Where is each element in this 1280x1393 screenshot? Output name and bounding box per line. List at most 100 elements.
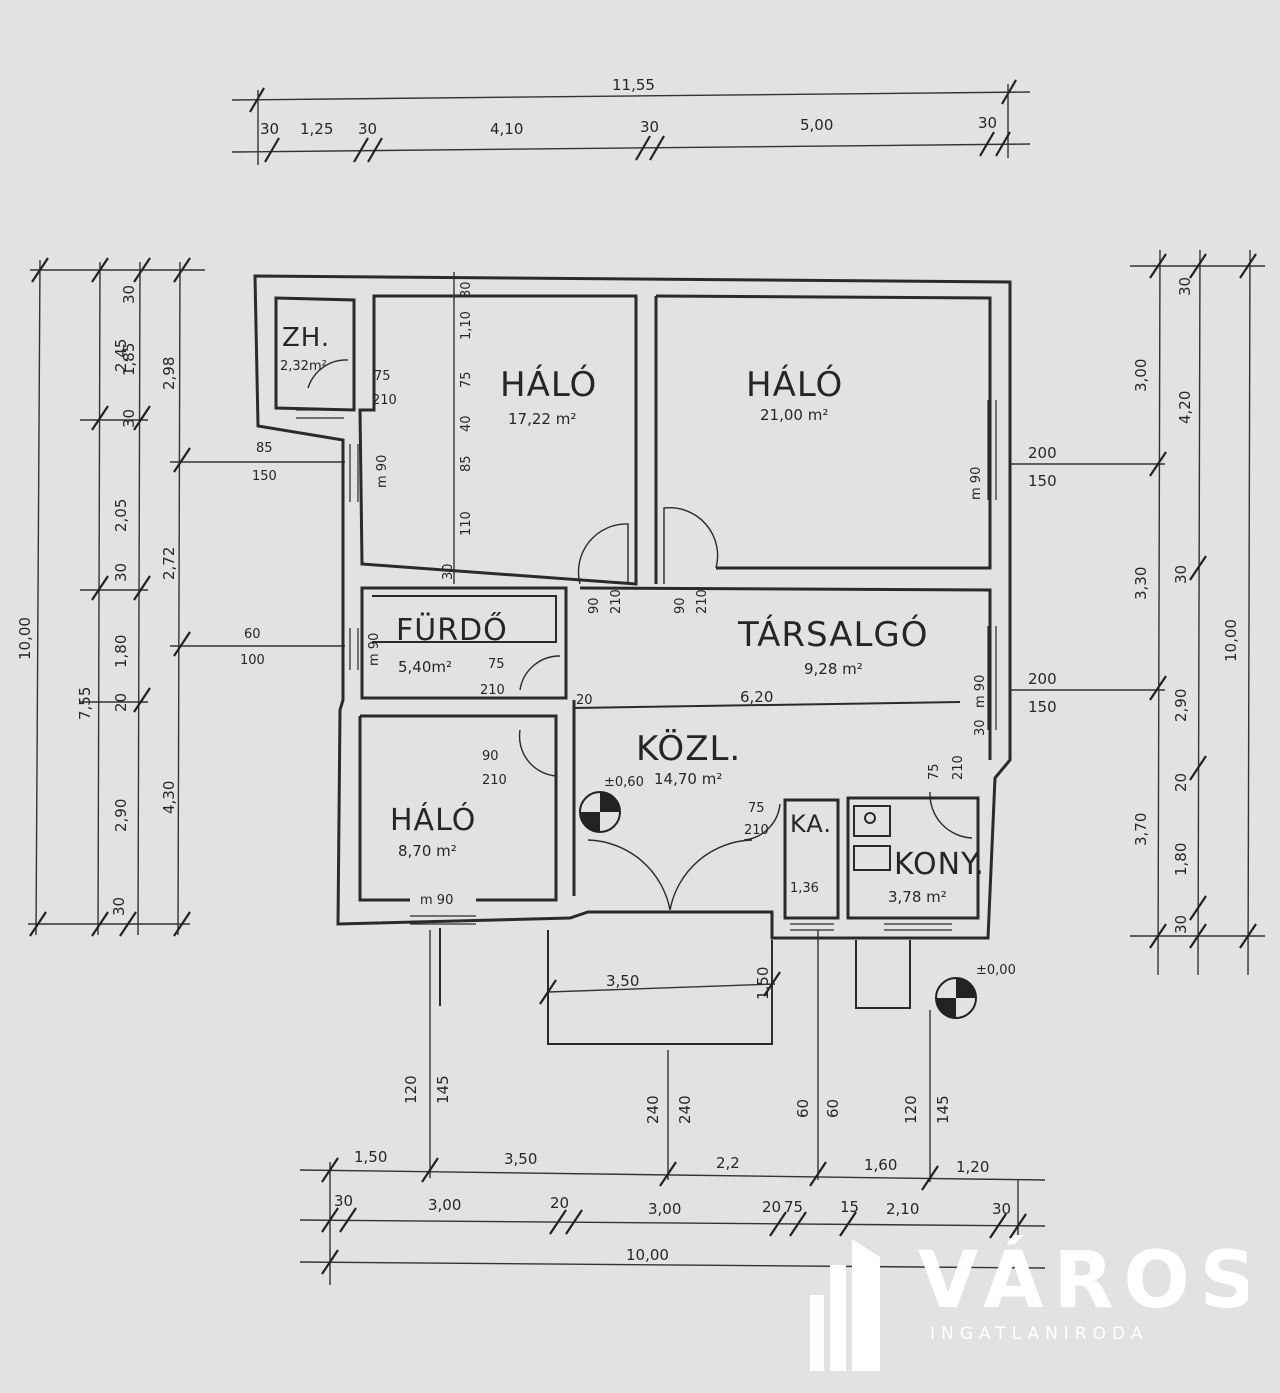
dim-left-c1-5: 20 — [112, 693, 130, 712]
dim-left-total: 10,00 — [16, 617, 34, 660]
dim-bottom-r2-5: 20 — [762, 1198, 781, 1216]
doors — [307, 359, 973, 911]
dim-bottom-r2-3: 20 — [550, 1194, 569, 1212]
dim-bottom-r2-8: 2,10 — [886, 1200, 919, 1218]
dim-right-c1-2: 3,30 — [1132, 567, 1150, 600]
room-konyha-name: KONY. — [894, 847, 985, 882]
dim-top-2: 1,25 — [300, 120, 333, 138]
dim-top-3: 30 — [358, 120, 377, 138]
dim-right-c1-8: 30 — [1172, 915, 1190, 934]
dim-left-c2-6: 4,30 — [160, 781, 178, 814]
room-kozl-area: 14,70 m² — [654, 770, 722, 788]
room-tarsalgo-area: 9,28 m² — [804, 660, 863, 678]
door-halo3-w: 90 — [482, 749, 499, 764]
dim-right-c1-7: 1,80 — [1172, 843, 1190, 876]
dim-win-furdo-1: 60 — [244, 627, 261, 642]
dim-terrace-width: 3,50 — [606, 972, 639, 990]
dim-top-5: 30 — [640, 118, 659, 136]
room-kozl-name: KÖZL. — [636, 728, 741, 769]
dim-left-c1-3: 30 — [112, 563, 130, 582]
dim-bottom-r1-1: 1,50 — [354, 1148, 387, 1166]
dim-top-4: 4,10 — [490, 120, 523, 138]
dim-left-c2-3: 30 — [120, 409, 138, 428]
door-furdo-w: 75 — [488, 657, 505, 672]
dim-win-kamra-2: 60 — [824, 1099, 842, 1118]
dim-win-halo2-2: 150 — [1028, 472, 1057, 490]
room-kamra-area: 1,36 — [790, 881, 819, 896]
bottom-dimension-chain: 1,50 3,50 2,2 1,60 1,20 30 3,00 20 3,00 … — [299, 930, 1046, 1285]
dim-bottom-total: 10,00 — [626, 1246, 669, 1264]
dim-bottom-r1-5: 1,20 — [956, 1158, 989, 1176]
door-halo1-w: 90 — [587, 597, 602, 614]
door-konyha-h: 210 — [951, 755, 966, 780]
door-kamra-w: 75 — [748, 801, 765, 816]
door-kamra-h: 210 — [744, 823, 769, 838]
dim-win-konyha-1: 120 — [902, 1095, 920, 1124]
dim-bottom-r2-7: 15 — [840, 1198, 859, 1216]
dim-left-c2-2: 1,85 — [120, 343, 138, 376]
building-icon — [810, 1239, 880, 1371]
door-halo3-h: 210 — [482, 773, 507, 788]
dim-right-c2-2: 4,20 — [1176, 391, 1194, 424]
room-kamra-name: KA. — [790, 810, 832, 838]
dim-entrance-2: 240 — [676, 1095, 694, 1124]
dim-left-sum: 7,55 — [76, 687, 94, 720]
walls — [253, 274, 1012, 1045]
dim-left-c1-2: 2,05 — [112, 499, 130, 532]
room-halo3-area: 8,70 m² — [398, 842, 457, 860]
dim-win-tars-1: 200 — [1028, 670, 1057, 688]
dim-right-c2-1: 30 — [1176, 277, 1194, 296]
door-halo1-h: 210 — [609, 589, 624, 614]
room-halo2-area: 21,00 m² — [760, 406, 828, 424]
room-furdo-area: 5,40m² — [398, 658, 452, 676]
dim-left-c1-1: 2,45 — [112, 339, 130, 372]
door-halo2-w: 90 — [673, 597, 688, 614]
door-zh-w: 75 — [374, 369, 391, 384]
dim-win-halo3-1: 120 — [402, 1075, 420, 1104]
dim-right-c1-5: 20 — [1172, 773, 1190, 792]
door-furdo-h: 210 — [480, 683, 505, 698]
room-zh-name: ZH. — [282, 323, 330, 353]
dim-win-zh-2: 150 — [252, 469, 277, 484]
dim-win-tars-2: 150 — [1028, 698, 1057, 716]
dim-right-total: 10,00 — [1222, 619, 1240, 662]
top-dimension-chain: 11,55 30 1,25 30 4,10 30 5,00 30 — [231, 76, 1031, 165]
dim-right-c1-6: 3,70 — [1132, 813, 1150, 846]
dim-inner-3: 75 — [459, 371, 474, 388]
room-zh-area: 2,32m² — [280, 359, 327, 374]
dim-win-konyha-2: 145 — [934, 1095, 952, 1124]
opening-halo1: m 90 — [375, 455, 390, 488]
dim-bottom-r2-9: 30 — [992, 1200, 1011, 1218]
dim-right-c1-4: 2,90 — [1172, 689, 1190, 722]
room-furdo-name: FÜRDŐ — [396, 611, 508, 648]
inner-annotations: 30 1,10 75 40 85 110 30 85 150 60 100 75… — [240, 272, 988, 908]
right-dimension-chain: 3,00 3,30 30 2,90 20 3,70 1,80 30 30 4,2… — [1010, 249, 1265, 976]
dim-left-c1-4: 1,80 — [112, 635, 130, 668]
dim-bottom-r2-4: 3,00 — [648, 1200, 681, 1218]
left-dimension-chain: 10,00 7,55 2,45 2,05 30 1,80 20 2,90 30 … — [16, 257, 345, 937]
dim-win-halo2-1: 200 — [1028, 444, 1057, 462]
room-konyha-area: 3,78 m² — [888, 888, 947, 906]
dim-terrace-depth: 1,50 — [754, 967, 772, 1000]
room-tarsalgo-name: TÁRSALGÓ — [737, 614, 929, 655]
dim-inner-4: 40 — [459, 415, 474, 432]
door-zh-h: 210 — [372, 393, 397, 408]
door-halo2-h: 210 — [695, 589, 710, 614]
dim-corridor-length: 6,20 — [740, 688, 773, 706]
opening-halo3: m 90 — [420, 893, 453, 908]
dim-top-total: 11,55 — [612, 76, 655, 94]
dim-bottom-r2-1: 30 — [334, 1192, 353, 1210]
room-labels: ZH. 2,32m² HÁLÓ 17,22 m² HÁLÓ 21,00 m² F… — [280, 323, 1016, 978]
door-konyha-w: 75 — [927, 763, 942, 780]
dim-left-c1-6: 2,90 — [112, 799, 130, 832]
dim-corridor-end: 30 — [973, 719, 988, 736]
opening-halo2: m 90 — [969, 467, 984, 500]
opening-furdo: m 90 — [367, 633, 382, 666]
dim-bottom-r1-2: 3,50 — [504, 1150, 537, 1168]
dim-win-halo3-2: 145 — [434, 1075, 452, 1104]
dim-bottom-r2-6: 75 — [784, 1198, 803, 1216]
dim-inner-2: 1,10 — [459, 311, 474, 340]
room-halo1-name: HÁLÓ — [500, 364, 597, 405]
dim-left-c2-4: 2,98 — [160, 357, 178, 390]
